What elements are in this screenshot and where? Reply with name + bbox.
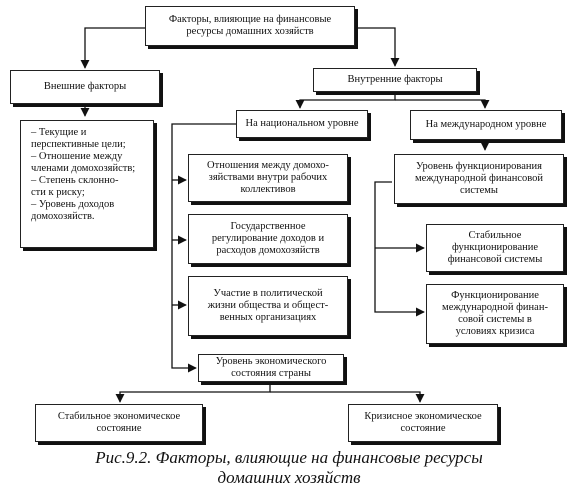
stable-state-label: Стабильное экономическое состояние <box>57 411 181 434</box>
stable-state-box: Стабильное экономическое состояние <box>35 404 203 442</box>
national-item-box: Государственное регулирование доходов и … <box>188 214 348 264</box>
intl-item-label: Функционирование международной финан- со… <box>442 290 548 337</box>
national-level-box: На национальном уровне <box>236 110 368 138</box>
economic-level-label: Уровень экономического состояния страны <box>215 356 327 379</box>
intl-level-label: Уровень функционирования международной ф… <box>414 161 544 196</box>
internal-factors-box: Внутренние факторы <box>313 68 477 92</box>
external-list-item: – Степень склонно- сти к риску; <box>31 175 119 198</box>
crisis-state-label: Кризисное экономическое состояние <box>364 411 482 434</box>
external-list-item: – Текущие и перспективные цели; <box>31 127 126 150</box>
external-list-item: – Отношение между членами домохозяйств; <box>31 151 136 174</box>
intl-level-box: Уровень функционирования международной ф… <box>394 154 564 204</box>
crisis-state-box: Кризисное экономическое состояние <box>348 404 498 442</box>
figure-caption: Рис.9.2. Факторы, влияющие на финансовые… <box>95 448 483 487</box>
international-level-box: На международном уровне <box>410 110 562 140</box>
intl-item-box: Стабильное функционирование финансовой с… <box>426 224 564 272</box>
national-item-box: Участие в политической жизни общества и … <box>188 276 348 336</box>
national-item-label: Участие в политической жизни общества и … <box>207 288 329 323</box>
intl-item-label: Стабильное функционирование финансовой с… <box>447 230 543 265</box>
external-list-item: – Уровень доходов домохозяйств. <box>31 199 115 222</box>
external-factors-box: Внешние факторы <box>10 70 160 104</box>
external-factors-label: Внешние факторы <box>43 81 127 92</box>
root-box: Факторы, влияющие на финансовые ресурсы … <box>145 6 355 46</box>
international-level-label: На международном уровне <box>425 119 547 130</box>
internal-factors-label: Внутренние факторы <box>347 74 443 85</box>
national-item-label: Отношения между домохо- зяйствами внутри… <box>207 160 329 195</box>
national-item-label: Государственное регулирование доходов и … <box>211 221 325 256</box>
root-label: Факторы, влияющие на финансовые ресурсы … <box>168 14 332 37</box>
economic-level-box: Уровень экономического состояния страны <box>198 354 344 382</box>
national-level-label: На национальном уровне <box>245 118 359 129</box>
national-item-box: Отношения между домохо- зяйствами внутри… <box>188 154 348 202</box>
intl-item-box: Функционирование международной финан- со… <box>426 284 564 344</box>
external-factors-list: – Текущие и перспективные цели; – Отноше… <box>20 120 154 248</box>
